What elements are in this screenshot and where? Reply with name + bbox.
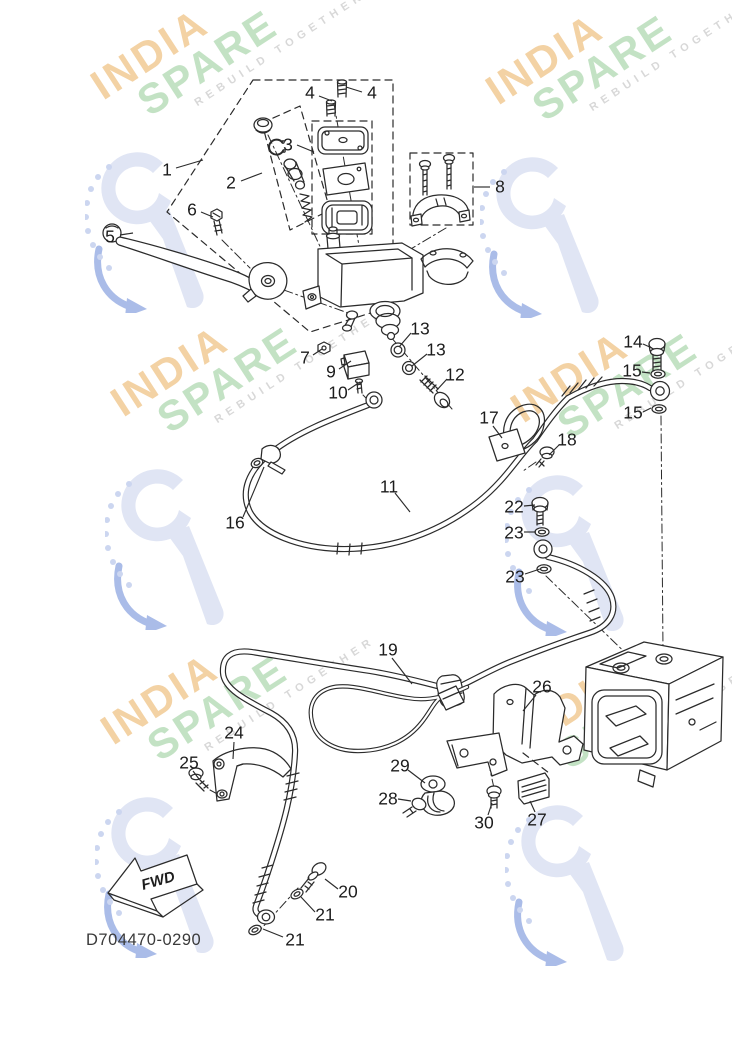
brake-pipe bbox=[308, 684, 470, 754]
master-cylinder-kit bbox=[253, 117, 313, 223]
damper-29-bolt-28 bbox=[402, 775, 456, 818]
lever-pivot-bolt bbox=[210, 208, 223, 236]
reservoir-cap-screws bbox=[325, 79, 348, 117]
fwd-arrow: FWD bbox=[107, 854, 204, 918]
master-cylinder-body bbox=[302, 226, 474, 341]
union-bolt-22-washers-23 bbox=[531, 496, 553, 574]
plate-27-bolt-30 bbox=[486, 772, 550, 809]
union-bolt-14-washers-15 bbox=[648, 337, 671, 414]
washers-and-union-bolt bbox=[390, 342, 451, 409]
stay-bracket-24-bolt-25 bbox=[188, 747, 292, 802]
abs-modulator bbox=[583, 641, 724, 788]
abs-bracket-26 bbox=[446, 683, 584, 777]
reservoir-cap-set bbox=[317, 126, 373, 235]
handlebar-clamp-kit bbox=[410, 153, 471, 227]
drawing-code: D704470-0290 bbox=[86, 931, 202, 949]
union-bolt-20-washers-21 bbox=[248, 862, 327, 936]
switch-and-fasteners bbox=[317, 341, 370, 394]
